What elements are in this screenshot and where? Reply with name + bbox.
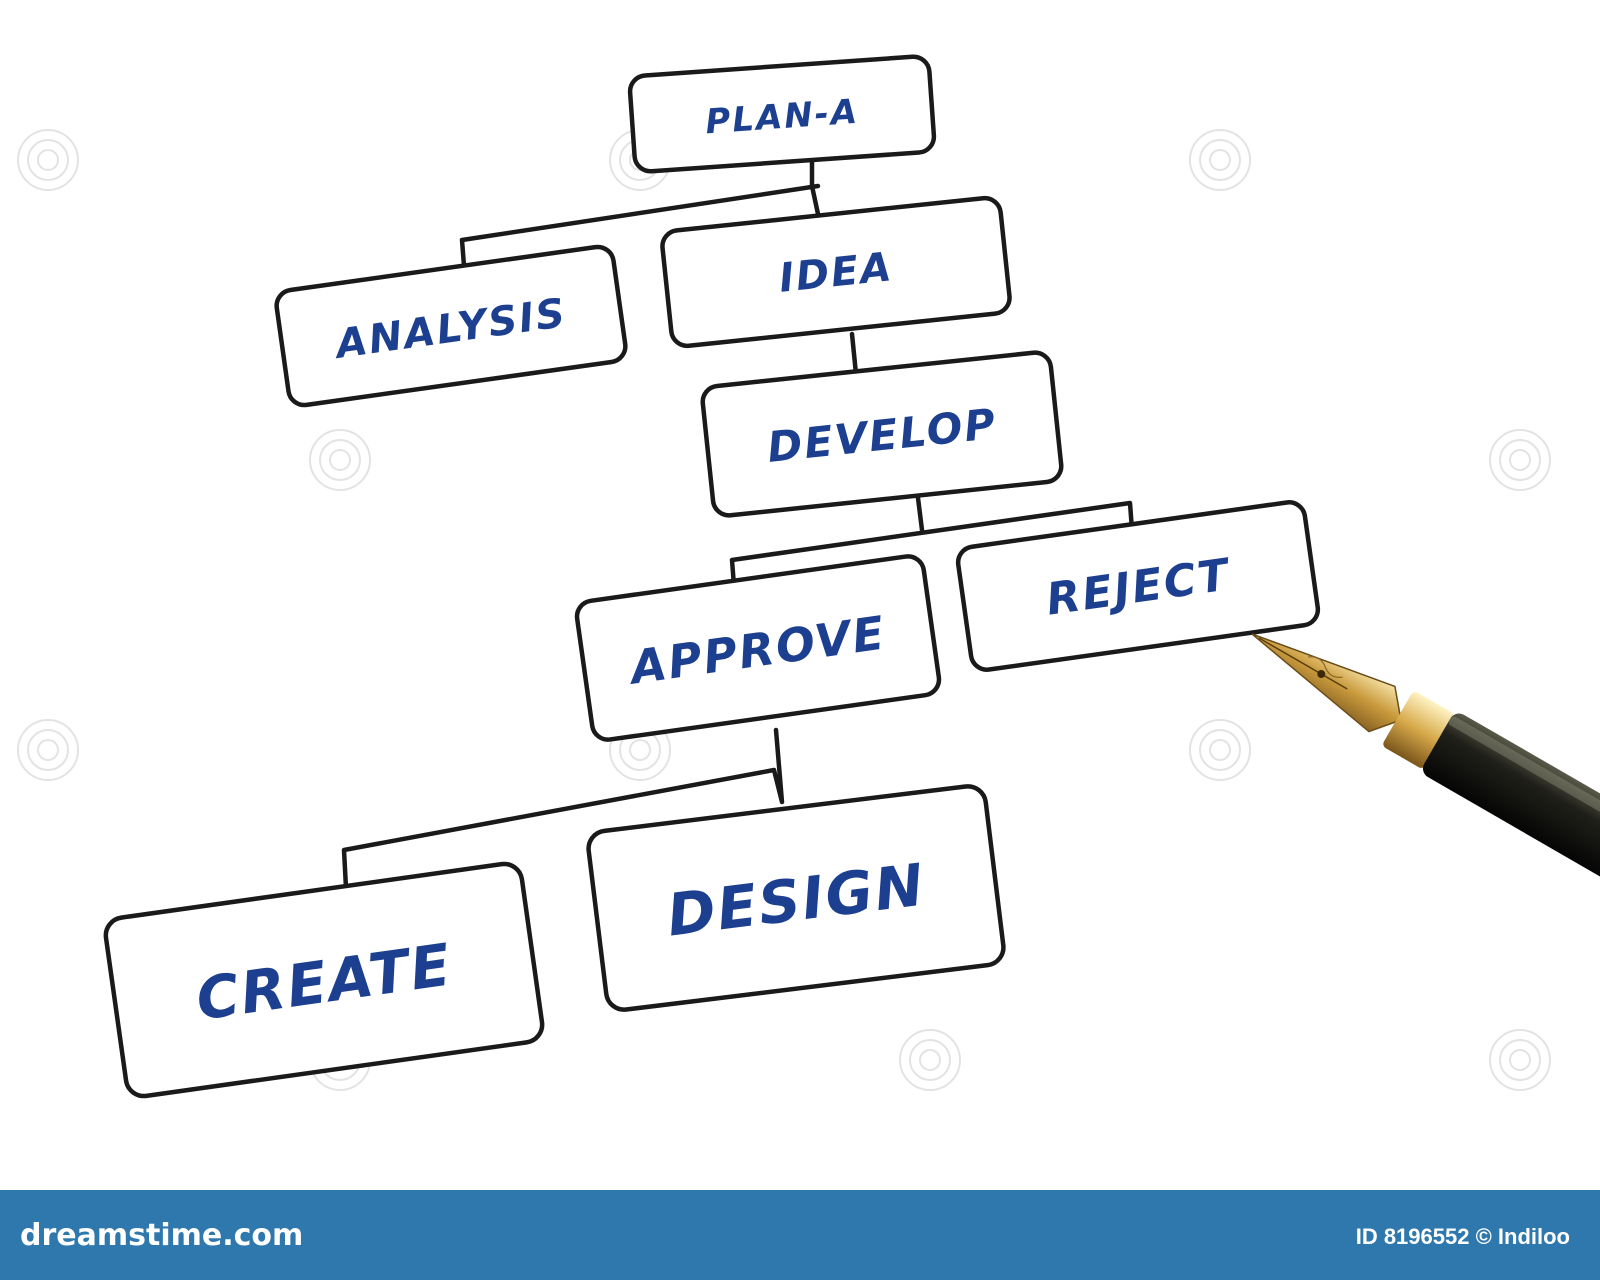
flowchart-diagram: PLAN-A ANALYSIS IDEA DEVELOP APPROVE REJ… <box>17 54 1600 1099</box>
connector-plan-a-branches <box>459 159 821 269</box>
node-approve: APPROVE <box>574 554 942 742</box>
node-analysis: ANALYSIS <box>274 244 628 408</box>
node-plan-a: PLAN-A <box>627 54 937 174</box>
node-idea: IDEA <box>660 195 1012 349</box>
connectors <box>341 159 1135 891</box>
node-design: DESIGN <box>586 784 1006 1012</box>
fountain-pen-icon <box>1251 633 1600 884</box>
footer-credit: ID 8196552 © Indiloo <box>1355 1224 1570 1249</box>
connector-approve-branches <box>341 727 785 891</box>
node-create: CREATE <box>103 861 545 1099</box>
connector-idea-develop <box>849 331 859 377</box>
node-develop: DEVELOP <box>700 350 1064 518</box>
footer-brand[interactable]: dreamstime.com <box>20 1218 304 1253</box>
node-reject: REJECT <box>955 500 1321 672</box>
footer-bar: dreamstime.com ID 8196552 © Indiloo <box>0 1190 1600 1280</box>
flowchart-canvas: PLAN-A ANALYSIS IDEA DEVELOP APPROVE REJ… <box>17 54 1600 1099</box>
